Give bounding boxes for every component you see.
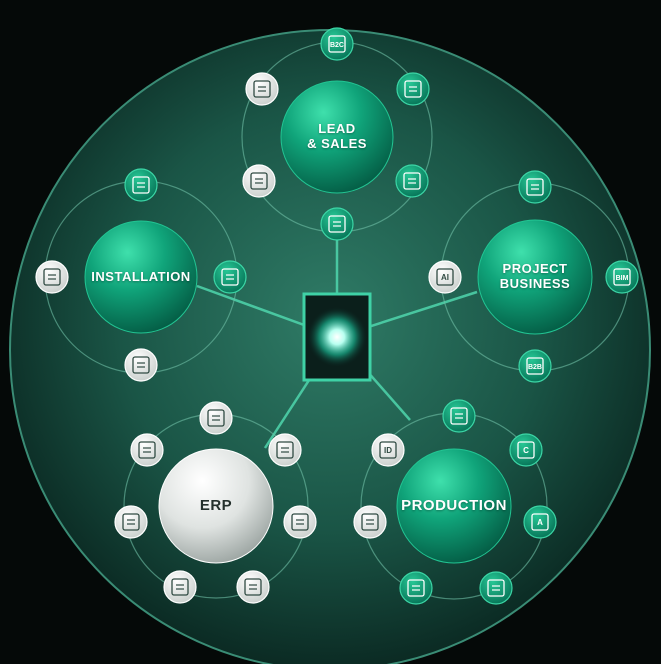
- b2b-icon[interactable]: B2B: [518, 349, 552, 383]
- b2c-icon[interactable]: B2C: [320, 27, 354, 61]
- shopping-cart-icon[interactable]: [399, 571, 433, 605]
- sparkle-screen-icon[interactable]: [396, 72, 430, 106]
- control-panel-icon[interactable]: [35, 260, 69, 294]
- folder-icon[interactable]: [114, 505, 148, 539]
- node-text: B2B: [528, 364, 542, 371]
- keypad-grid-icon[interactable]: [479, 571, 513, 605]
- checklist-icon[interactable]: [518, 170, 552, 204]
- package-icon[interactable]: [236, 570, 270, 604]
- node-text: B2C: [330, 42, 344, 49]
- node-text: A: [537, 518, 543, 527]
- door-icon[interactable]: [353, 505, 387, 539]
- door-icon[interactable]: [124, 168, 158, 202]
- node-text: BIM: [616, 275, 629, 282]
- hub-sphere-project-business[interactable]: [477, 219, 593, 335]
- robot-a-icon[interactable]: A: [523, 505, 557, 539]
- people-share-icon[interactable]: [242, 164, 276, 198]
- people-network-icon[interactable]: [245, 72, 279, 106]
- bim-icon[interactable]: BIM: [605, 260, 639, 294]
- robot-arm-icon[interactable]: [442, 399, 476, 433]
- conveyor-icon[interactable]: [163, 570, 197, 604]
- ai-house-icon[interactable]: AI: [428, 260, 462, 294]
- hub-sphere-erp[interactable]: [158, 448, 274, 564]
- buildings-icon[interactable]: [124, 348, 158, 382]
- node-text: AI: [441, 273, 449, 282]
- factory-id-icon[interactable]: ID: [371, 433, 405, 467]
- keypad-icon[interactable]: [213, 260, 247, 294]
- gantt-icon[interactable]: [130, 433, 164, 467]
- team-icon[interactable]: [199, 401, 233, 435]
- shopping-cart-icon[interactable]: [395, 164, 429, 198]
- glowing-core-icon: [307, 307, 367, 367]
- stopwatch-icon[interactable]: [268, 433, 302, 467]
- node-text: C: [523, 446, 529, 455]
- hub-sphere-lead-sales[interactable]: [280, 80, 394, 194]
- node-text: ID: [384, 446, 392, 455]
- robot-c-icon[interactable]: C: [509, 433, 543, 467]
- hub-sphere-production[interactable]: [396, 448, 512, 564]
- coins-icon[interactable]: [283, 505, 317, 539]
- hub-sphere-installation[interactable]: [84, 220, 198, 334]
- chip-icon[interactable]: [320, 207, 354, 241]
